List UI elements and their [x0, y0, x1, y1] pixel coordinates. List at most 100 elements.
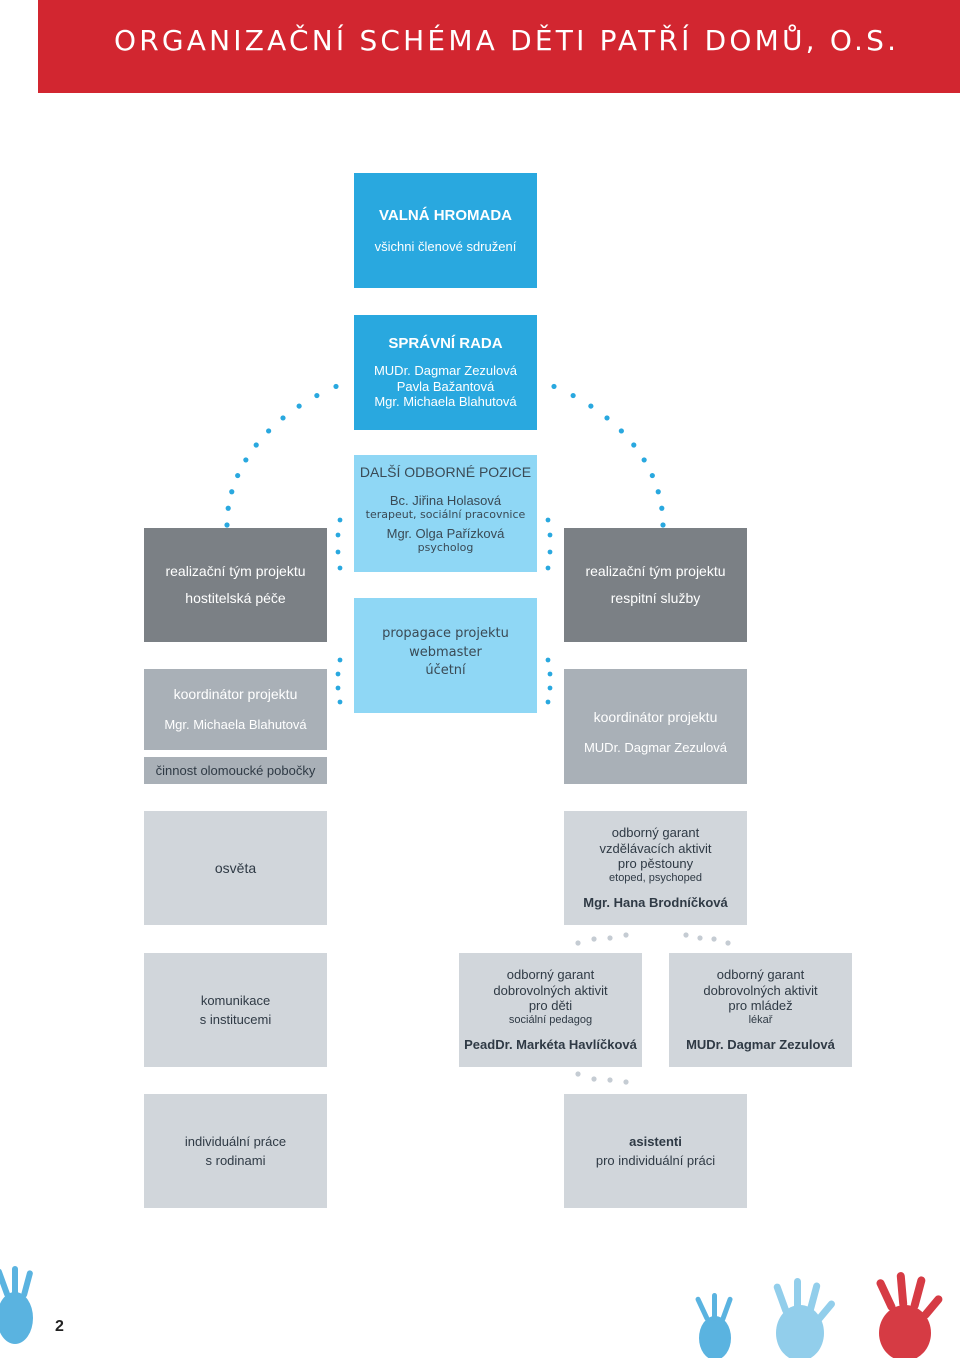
connector-dot [575, 940, 581, 946]
connector-dot [337, 699, 343, 705]
asistenti-sub: pro individuální práci [595, 1152, 716, 1168]
valna-hromada-sub: všichni členové sdružení [374, 238, 517, 254]
hand-print-icon [695, 1293, 733, 1358]
garant-deti-box: odborný garant dobrovolných aktivit pro … [459, 953, 642, 1067]
garant-deti-line: odborný garant [506, 967, 595, 983]
garant-mladez-line: dobrovolných aktivit [703, 982, 818, 998]
garant-mladez-box: odborný garant dobrovolných aktivit pro … [669, 953, 852, 1067]
propagace-line: webmaster [409, 644, 482, 660]
komunikace-box: komunikace s institucemi [144, 953, 327, 1067]
koordinator-left-name: Mgr. Michaela Blahutová [164, 717, 307, 733]
dalsi-pozice-box: DALŠÍ ODBORNÉ POZICE Bc. Jiřina Holasová… [354, 455, 537, 572]
hand-print-icon [876, 1272, 943, 1358]
osveta-box: osvěta [144, 811, 327, 925]
garant-pestouny-role: etoped, psychoped [609, 872, 702, 884]
tym-respitni-line1: realizační tým projektu [585, 563, 726, 580]
connector-dot [335, 685, 341, 691]
title-banner: ORGANIZAČNÍ SCHÉMA DĚTI PATŘÍ DOMŮ, O.S. [38, 0, 960, 93]
connector-dot [659, 505, 665, 511]
connector-dot [683, 932, 689, 938]
connector-dot [547, 549, 553, 555]
dalsi-pozice-name: Bc. Jiřina Holasová [389, 492, 502, 508]
dalsi-pozice-name: Mgr. Olga Pařízková [386, 525, 505, 541]
pobocka-box: činnost olomoucké pobočky [144, 757, 327, 784]
propagace-box: propagace projektu webmaster účetní [354, 598, 537, 713]
connector-dot [337, 565, 343, 571]
connector-dot [591, 1076, 597, 1082]
komunikace-line: komunikace [200, 992, 271, 1008]
koordinator-left-box: koordinátor projektu Mgr. Michaela Blahu… [144, 669, 327, 750]
individualni-box: individuální práce s rodinami [144, 1094, 327, 1208]
garant-mladez-line: pro mládež [728, 998, 793, 1014]
connector-dot [641, 457, 647, 463]
garant-deti-role: sociální pedagog [508, 1014, 593, 1026]
dalsi-pozice-heading: DALŠÍ ODBORNÉ POZICE [359, 464, 532, 480]
garant-mladez-name: MUDr. Dagmar Zezulová [686, 1037, 835, 1053]
connector-dot [623, 1079, 629, 1085]
connector-dot [545, 517, 551, 523]
connector-dot [280, 415, 286, 421]
propagace-line: propagace projektu [382, 626, 509, 641]
connector-dot [314, 392, 320, 399]
koordinator-right-box: koordinátor projektu MUDr. Dagmar Zezulo… [564, 669, 747, 784]
connector-dot [649, 472, 655, 479]
connector-dot [551, 383, 557, 390]
garant-pestouny-box: odborný garant vzdělávacích aktivit pro … [564, 811, 747, 925]
connector-dot [607, 1077, 613, 1083]
connector-dot [333, 383, 339, 390]
koordinator-left-heading: koordinátor projektu [173, 686, 298, 703]
osveta-label: osvěta [214, 859, 257, 876]
asistenti-box: asistenti pro individuální práci [564, 1094, 747, 1208]
connector-dot [697, 935, 703, 941]
connector-dot [725, 940, 731, 946]
connector-dot [618, 428, 624, 434]
asistenti-heading: asistenti [629, 1133, 682, 1149]
valna-hromada-heading: VALNÁ HROMADA [378, 206, 513, 224]
connector-dot [655, 489, 661, 495]
garant-pestouny-line: vzdělávacích aktivit [599, 840, 712, 856]
propagace-line: účetní [425, 663, 466, 679]
page-number: 2 [55, 1318, 64, 1335]
garant-pestouny-line: pro pěstouny [617, 856, 694, 872]
connector-dot [575, 1071, 581, 1077]
dalsi-pozice-role: terapeut, sociální pracovnice [365, 508, 526, 522]
komunikace-line: s institucemi [199, 1011, 272, 1027]
connector-dot [660, 522, 666, 528]
koordinator-right-name: MUDr. Dagmar Zezulová [583, 740, 728, 756]
tym-hostitelska-line1: realizační tým projektu [165, 563, 306, 580]
connector-dot [224, 522, 230, 528]
connector-dot [225, 505, 231, 511]
spravni-rada-member: MUDr. Dagmar Zezulová [373, 363, 518, 379]
individualni-line: s rodinami [205, 1152, 266, 1168]
spravni-rada-member: Mgr. Michaela Blahutová [374, 394, 517, 410]
connector-dot [604, 415, 610, 421]
hand-print-icon [773, 1278, 835, 1358]
dalsi-pozice-role: psycholog [417, 541, 474, 555]
tym-respitni-box: realizační tým projektu respitní služby [564, 528, 747, 642]
garant-mladez-line: odborný garant [716, 967, 805, 983]
connector-dot [335, 549, 341, 555]
connector-dot [335, 671, 341, 677]
connector-dot [547, 671, 553, 677]
garant-deti-line: dobrovolných aktivit [493, 982, 608, 998]
hand-print-icon [0, 1266, 33, 1344]
connector-dot [235, 472, 241, 479]
connector-dot [545, 565, 551, 571]
connector-dot [266, 428, 272, 434]
connector-dot [607, 935, 613, 941]
individualni-line: individuální práce [184, 1133, 287, 1149]
spravni-rada-member: Pavla Bažantová [396, 378, 495, 394]
tym-hostitelska-box: realizační tým projektu hostitelská péče [144, 528, 327, 642]
garant-deti-line: pro děti [528, 998, 573, 1014]
tym-respitni-line2: respitní služby [610, 590, 701, 606]
garant-mladez-role: lékař [748, 1014, 773, 1026]
connector-dot [547, 685, 553, 691]
connector-dot [623, 932, 629, 938]
tym-hostitelska-line2: hostitelská péče [185, 590, 286, 606]
hand-prints-decoration [0, 1266, 943, 1358]
connector-dot [337, 657, 343, 663]
valna-hromada-box: VALNÁ HROMADA všichni členové sdružení [354, 173, 537, 288]
connector-dot [545, 699, 551, 705]
connector-dot [243, 457, 249, 463]
